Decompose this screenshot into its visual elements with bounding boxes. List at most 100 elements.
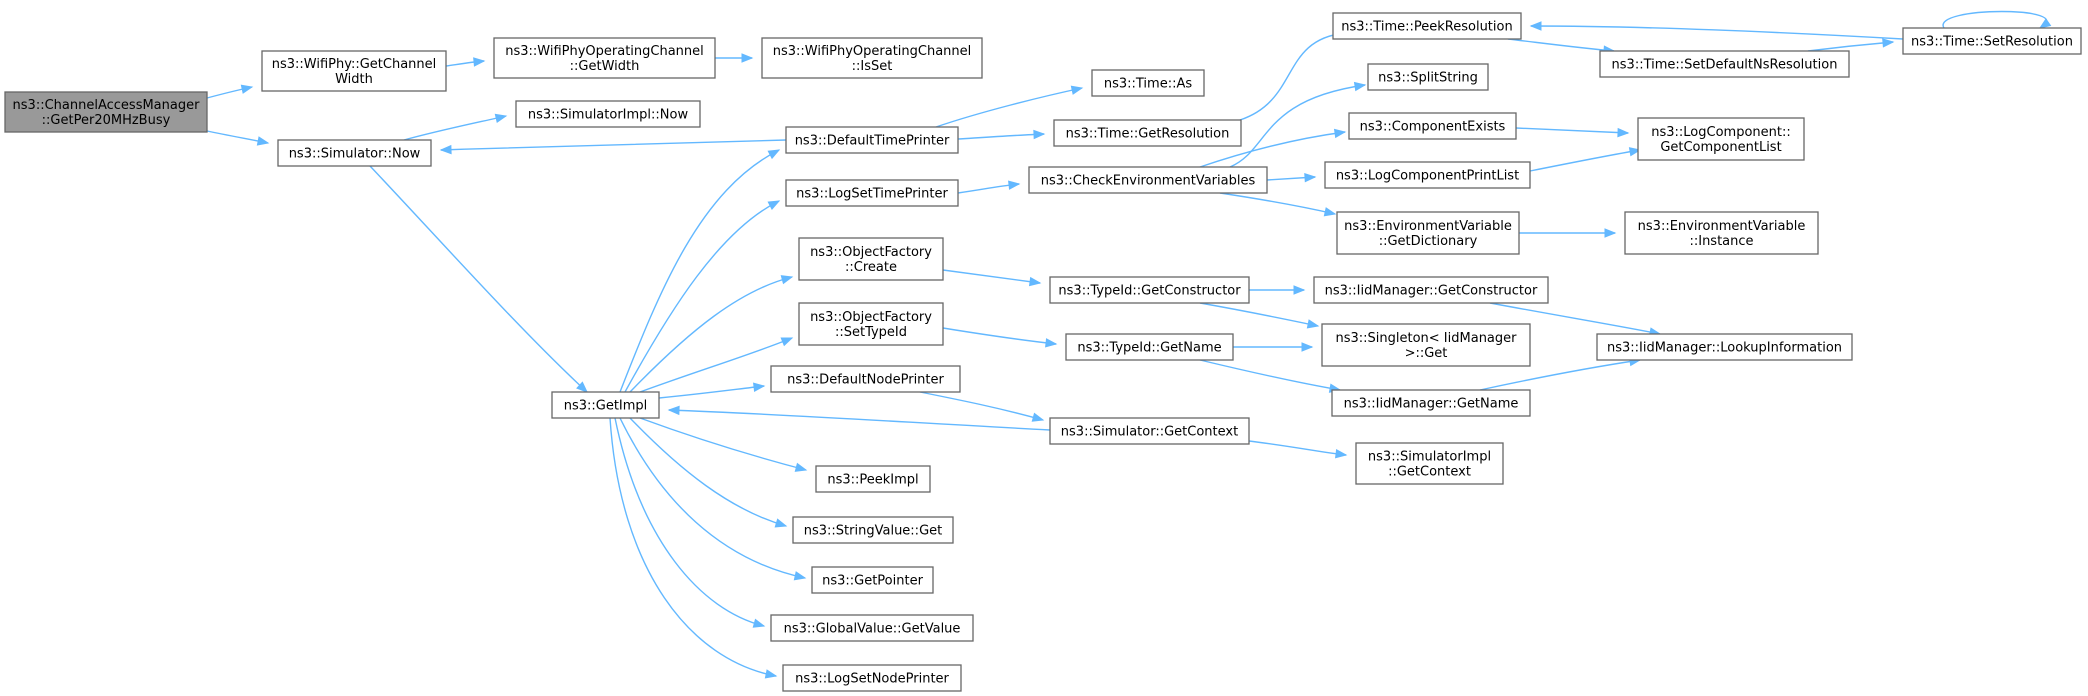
node-getptr[interactable]: ns3::GetPointer [811,566,934,594]
edge-ofsettid-tidgetname [942,327,1057,345]
arrowhead-simgetctx-simimplgetctx [1335,449,1348,459]
node-label: ns3::StringValue::Get [804,524,942,539]
edge-simnow-getimpl [369,165,588,393]
node-box [1902,27,2082,55]
node-box [1321,323,1531,367]
node-simnow[interactable]: ns3::Simulator::Now [277,139,432,167]
edge-tidgetctor-singleton [1199,302,1319,327]
node-logcompprint[interactable]: ns3::LogComponentPrintList [1324,161,1531,189]
node-label: ns3::IidManager::GetName [1344,397,1519,412]
arrowhead-tidgetname-singleton [1301,342,1314,352]
arrowhead-envgetdict-envinst [1604,228,1617,238]
node-ofcreate[interactable]: ns3::ObjectFactory::Create [798,237,944,281]
node-label: ::GetContext [1388,465,1471,480]
node-checkenv[interactable]: ns3::CheckEnvironmentVariables [1028,166,1268,194]
arrowhead-ofcreate-tidgetctor [1028,276,1042,287]
edge-defnp-simgetctx [919,391,1044,421]
node-label: ns3::TypeId::GetName [1077,341,1221,356]
arrowhead-checkenv-logcompprint [1304,172,1317,183]
node-logsettp[interactable]: ns3::LogSetTimePrinter [785,179,959,207]
node-peekres[interactable]: ns3::Time::PeekResolution [1332,12,1522,40]
arrowhead-getimpl-deftp [767,149,781,160]
node-box [798,237,944,281]
node-label: ns3::ObjectFactory [810,245,932,260]
node-label: ns3::ComponentExists [1360,120,1506,135]
node-logsetnp[interactable]: ns3::LogSetNodePrinter [782,664,962,692]
node-box [1324,161,1531,189]
arrowhead-defnp-simgetctx [1031,412,1045,422]
edge-compexists-logcomplist [1515,127,1629,134]
node-box [785,179,959,207]
edge-getimpl-defnp [658,385,765,399]
arrowhead-logsettp-checkenv [1008,180,1021,190]
node-simgetctx[interactable]: ns3::Simulator::GetContext [1049,417,1250,445]
node-label: ns3::LogSetNodePrinter [795,672,949,687]
node-tidgetname[interactable]: ns3::TypeId::GetName [1065,333,1234,361]
node-box [1313,276,1549,304]
edge-setdefns-setres [1807,41,1894,52]
node-simimplnow[interactable]: ns3::SimulatorImpl::Now [515,100,701,128]
node-gvgetval[interactable]: ns3::GlobalValue::GetValue [770,614,974,642]
arrowhead-getimpl-logsettp [767,200,781,211]
node-envinst[interactable]: ns3::EnvironmentVariable::Instance [1624,211,1819,255]
node-box [277,139,432,167]
node-root[interactable]: ns3::ChannelAccessManager::GetPer20MHzBu… [4,91,208,133]
node-label: ns3::SimulatorImpl [1368,450,1491,465]
node-label: ns3::ObjectFactory [810,310,932,325]
node-setres[interactable]: ns3::Time::SetResolution [1902,27,2082,55]
arrowhead-opwidth-opisset [741,53,754,63]
node-getres[interactable]: ns3::Time::GetResolution [1053,119,1242,147]
node-box [1091,69,1205,97]
node-getimpl[interactable]: ns3::GetImpl [551,391,660,419]
node-label: ns3::Time::SetDefaultNsResolution [1612,58,1838,73]
node-label: ns3::SplitString [1378,71,1478,86]
node-label: ns3::LogComponentPrintList [1336,169,1519,184]
node-box [785,126,959,154]
node-label: ns3::Simulator::GetContext [1061,425,1238,440]
node-deftp[interactable]: ns3::DefaultTimePrinter [785,126,959,154]
node-peekimpl[interactable]: ns3::PeekImpl [815,465,931,493]
node-opwidth[interactable]: ns3::WifiPhyOperatingChannel::GetWidth [493,37,716,79]
node-label: ns3::DefaultNodePrinter [787,373,944,388]
node-label: ::Instance [1689,234,1753,249]
node-label: GetComponentList [1660,140,1781,155]
node-envgetdict[interactable]: ns3::EnvironmentVariable::GetDictionary [1336,211,1520,255]
node-opisset[interactable]: ns3::WifiPhyOperatingChannel::IsSet [761,37,983,79]
node-ofsettid[interactable]: ns3::ObjectFactory::SetTypeId [798,302,944,346]
node-tidgetctor[interactable]: ns3::TypeId::GetConstructor [1049,276,1250,304]
node-iidgetctor[interactable]: ns3::IidManager::GetConstructor [1313,276,1549,304]
edge-getimpl-ofcreate [629,276,793,393]
node-label: ns3::GetImpl [564,399,648,414]
node-strvalget[interactable]: ns3::StringValue::Get [792,516,954,544]
node-singleton[interactable]: ns3::Singleton< IidManager>::Get [1321,323,1531,367]
arrowhead-getimpl-gvgetval [752,618,766,628]
node-simimplgetctx[interactable]: ns3::SimulatorImpl::GetContext [1355,442,1504,485]
node-lookup[interactable]: ns3::IidManager::LookupInformation [1596,333,1853,361]
node-splitstr[interactable]: ns3::SplitString [1367,63,1489,91]
arrowhead-getimpl-strvalget [774,518,788,528]
node-iidgetname[interactable]: ns3::IidManager::GetName [1331,389,1531,417]
arrowhead-setres-peekres [1529,21,1542,31]
node-label: ns3::Time::As [1104,77,1193,92]
node-label: Width [335,72,373,87]
node-compexists[interactable]: ns3::ComponentExists [1348,112,1517,140]
node-box [770,614,974,642]
node-defnp[interactable]: ns3::DefaultNodePrinter [770,365,961,393]
node-label: ::IsSet [852,59,893,74]
node-logcomplist[interactable]: ns3::LogComponent::GetComponentList [1637,117,1805,161]
node-setdefns[interactable]: ns3::Time::SetDefaultNsResolution [1599,50,1850,78]
edge-getimpl-logsetnp [609,417,777,677]
node-label: ns3::DefaultTimePrinter [795,134,950,149]
node-box [1355,442,1504,485]
node-box [1049,276,1250,304]
node-label: ns3::Time::SetResolution [1911,35,2073,50]
node-box [815,465,931,493]
node-label: ns3::Time::GetResolution [1066,127,1230,142]
node-layer: ns3::ChannelAccessManager::GetPer20MHzBu… [4,12,2082,692]
node-label: ns3::CheckEnvironmentVariables [1041,174,1256,189]
node-label: ns3::GlobalValue::GetValue [784,622,961,637]
edge-iidgetctor-lookup [1489,302,1661,335]
node-timeas[interactable]: ns3::Time::As [1091,69,1205,97]
